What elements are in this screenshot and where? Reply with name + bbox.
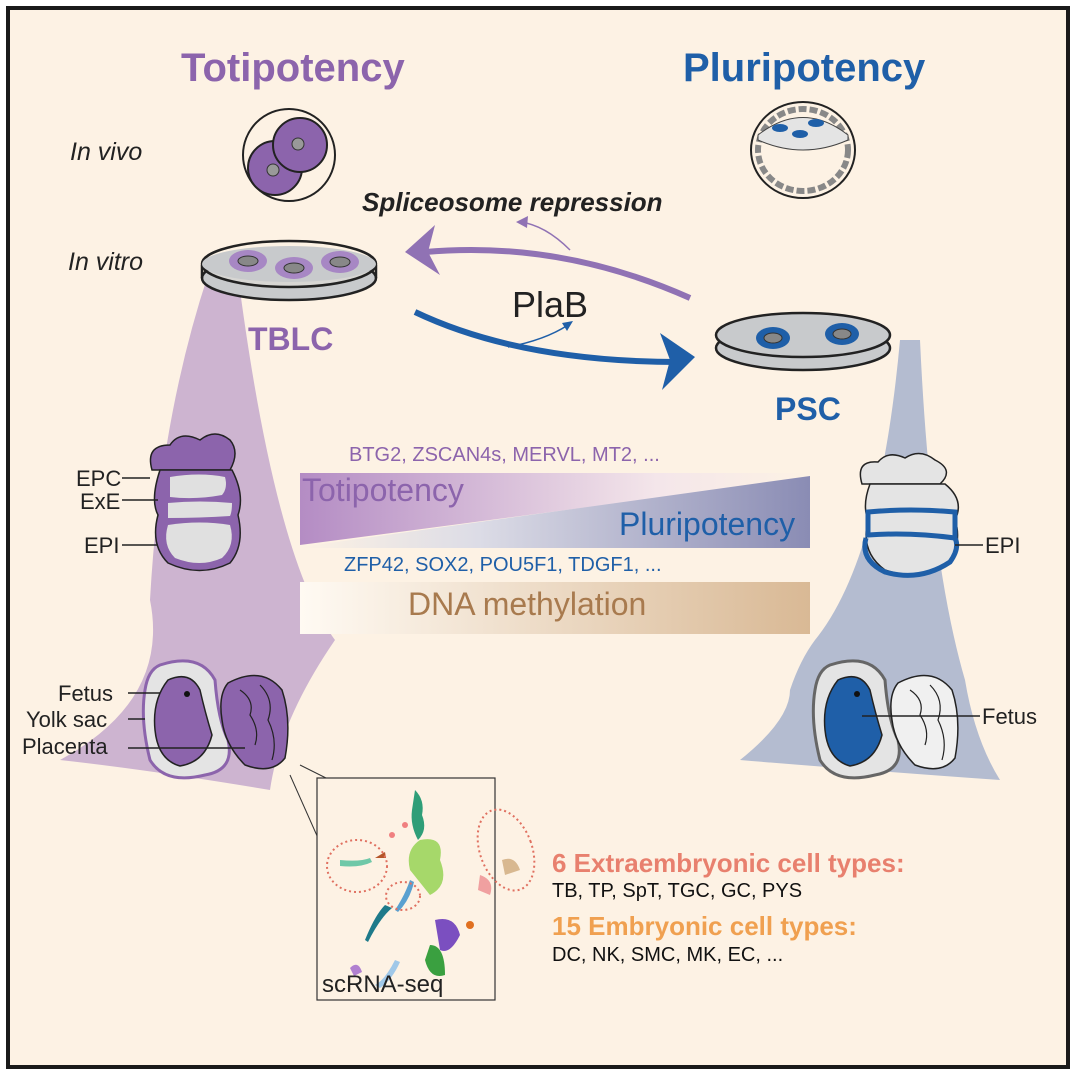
right-egg-cylinder-icon bbox=[859, 452, 960, 578]
epi-label-left: EPI bbox=[84, 533, 120, 558]
pluripotency-gradient-bar bbox=[300, 476, 810, 548]
methylation-gradient-bar bbox=[300, 582, 810, 634]
totipotency-gradient-bar bbox=[300, 473, 810, 545]
extraembryonic-list: TB, TP, SpT, TGC, GC, PYS bbox=[552, 880, 803, 902]
exe-label: ExE bbox=[80, 489, 121, 514]
placenta-label: Placenta bbox=[22, 734, 108, 759]
totipotency-gradient-label: Totipotency bbox=[302, 472, 464, 508]
extraembryonic-circle-right bbox=[476, 808, 536, 892]
in-vivo-label: In vivo bbox=[70, 138, 143, 166]
fetus-label-right: Fetus bbox=[982, 704, 1038, 729]
pluripotency-heading: Pluripotency bbox=[683, 46, 926, 90]
left-egg-cylinder-icon bbox=[149, 433, 242, 572]
scrna-seq-label: scRNA-seq bbox=[322, 971, 444, 998]
right-conceptus-icon bbox=[811, 659, 959, 780]
epc-label: EPC bbox=[76, 466, 122, 491]
scrna-umap-box bbox=[316, 777, 496, 1001]
tblc-label: TBLC bbox=[248, 321, 334, 357]
two-cell-embryo-icon bbox=[242, 108, 336, 202]
extraembryonic-circle-center bbox=[385, 881, 421, 911]
totipotency-genes: BTG2, ZSCAN4s, MERVL, MT2, ... bbox=[349, 444, 660, 466]
zoom-line-lower bbox=[289, 774, 319, 839]
psc-dish-icon bbox=[714, 311, 892, 372]
spliceosome-arrow bbox=[405, 216, 692, 301]
embryonic-list: DC, NK, SMC, MK, EC, ... bbox=[552, 944, 784, 966]
blastocyst-icon bbox=[750, 101, 856, 199]
umap-clusters bbox=[340, 790, 520, 988]
dna-methylation-label: DNA methylation bbox=[408, 586, 647, 622]
in-vitro-label: In vitro bbox=[68, 248, 144, 276]
pluripotency-gradient-label: Pluripotency bbox=[619, 506, 796, 542]
tblc-dish-icon bbox=[200, 239, 378, 302]
left-conceptus-icon bbox=[141, 659, 289, 780]
pluripotency-genes: ZFP42, SOX2, POU5F1, TDGF1, ... bbox=[344, 554, 662, 576]
fetus-label-left: Fetus bbox=[58, 681, 114, 706]
plab-label: PlaB bbox=[512, 284, 589, 325]
spliceosome-repression-label: Spliceosome repression bbox=[362, 187, 663, 217]
extraembryonic-circle-left bbox=[326, 839, 388, 893]
embryonic-title: 15 Embryonic cell types: bbox=[552, 911, 857, 941]
epi-label-right: EPI bbox=[985, 533, 1021, 558]
extraembryonic-title: 6 Extraembryonic cell types: bbox=[552, 848, 905, 878]
psc-label: PSC bbox=[775, 391, 841, 427]
reprogramming-arrow bbox=[413, 309, 695, 390]
yolk-sac-label: Yolk sac bbox=[26, 707, 108, 732]
totipotency-heading: Totipotency bbox=[181, 46, 405, 90]
